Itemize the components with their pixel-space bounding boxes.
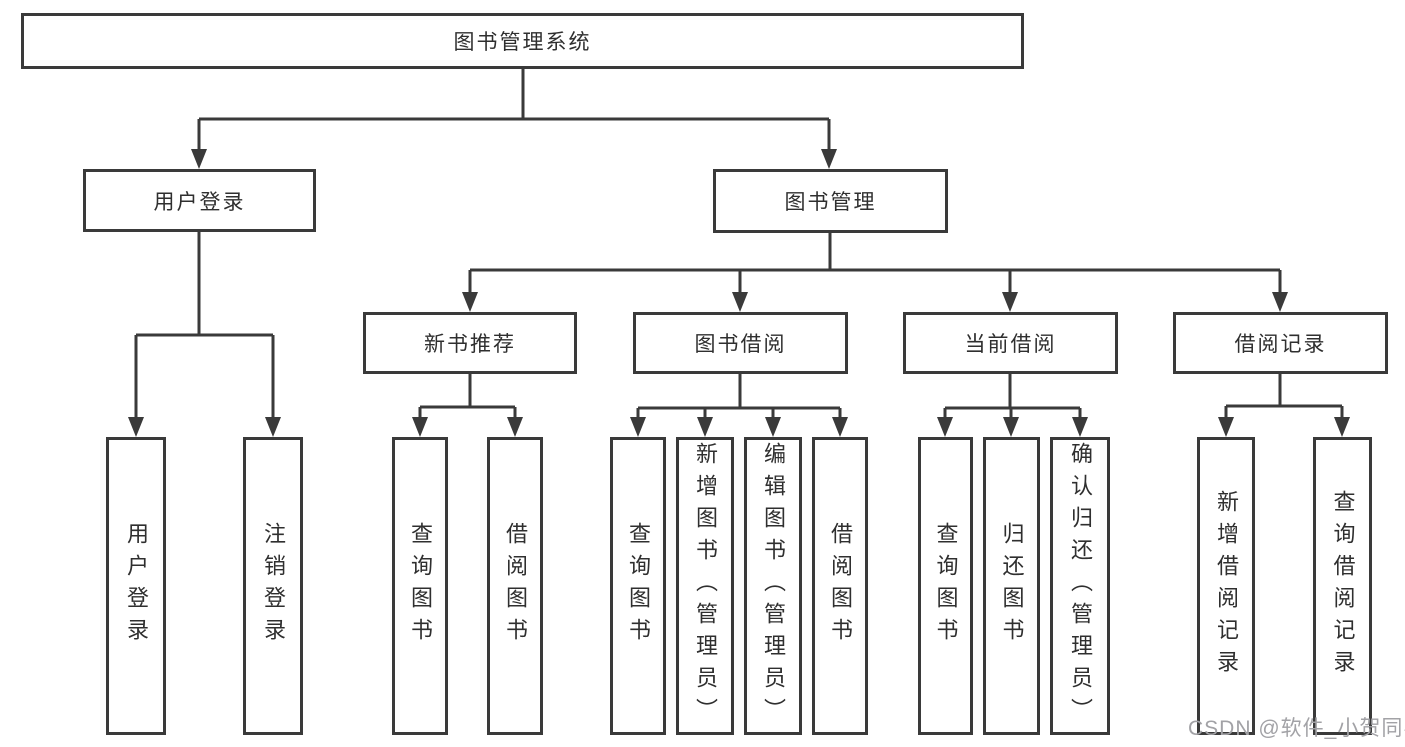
node-library-management-system: 图书管理系统 (21, 13, 1024, 69)
node-user-login: 用户登录 (83, 169, 316, 232)
leaf-edit-books-admin: 编辑图书（管理员） (744, 437, 802, 735)
leaf-add-books-admin: 新增图书（管理员） (676, 437, 734, 735)
node-book-management: 图书管理 (713, 169, 948, 233)
node-current-borrowing: 当前借阅 (903, 312, 1118, 374)
leaf-logout: 注销登录 (243, 437, 303, 735)
leaf-query-books-current: 查询图书 (918, 437, 973, 735)
leaf-user-login: 用户登录 (106, 437, 166, 735)
node-book-borrowing: 图书借阅 (633, 312, 848, 374)
leaf-add-borrow-record: 新增借阅记录 (1197, 437, 1255, 735)
leaf-query-borrow-record: 查询借阅记录 (1313, 437, 1372, 735)
leaf-borrow-books-recommend: 借阅图书 (487, 437, 543, 735)
leaf-return-books: 归还图书 (983, 437, 1040, 735)
node-new-book-recommend: 新书推荐 (363, 312, 577, 374)
leaf-query-books-borrowing: 查询图书 (610, 437, 666, 735)
leaf-query-books-recommend: 查询图书 (392, 437, 448, 735)
leaf-borrow-books: 借阅图书 (812, 437, 868, 735)
leaf-confirm-return-admin: 确认归还（管理员） (1050, 437, 1110, 735)
node-borrow-records: 借阅记录 (1173, 312, 1388, 374)
watermark: CSDN @软件_小贺同学 (1188, 717, 1405, 740)
